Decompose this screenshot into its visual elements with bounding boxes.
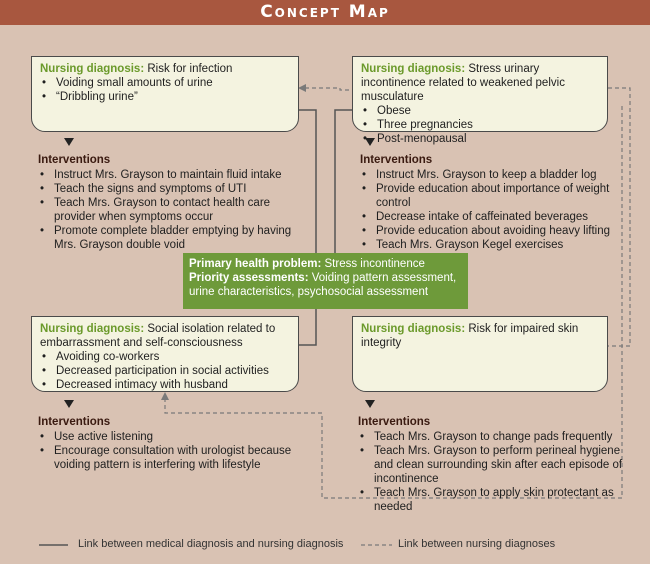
list-item: Obese — [361, 104, 599, 118]
interventions-title: Interventions — [38, 416, 111, 428]
priority-label: Priority assessments: — [189, 272, 309, 284]
list-item: Avoiding co-workers — [40, 350, 290, 364]
list-item: Use active listening — [38, 430, 308, 444]
list-item: Provide education about importance of we… — [360, 182, 622, 210]
list-item: Decrease intake of caffeinated beverages — [360, 210, 622, 224]
arrow-down-icon — [64, 138, 74, 146]
list-item: Promote complete bladder emptying by hav… — [38, 224, 308, 252]
list-item: Three pregnancies — [361, 118, 599, 132]
solid-link-bottom-left — [298, 309, 317, 346]
arrow-down-icon — [64, 400, 74, 408]
list-item: Encourage consultation with urologist be… — [38, 444, 308, 472]
diagnosis-box-stress-incontinence: Nursing diagnosis: Stress urinary incont… — [352, 56, 608, 146]
list-item: Decreased intimacy with husband — [40, 378, 290, 392]
diagnosis-box-skin-integrity: Nursing diagnosis: Risk for impaired ski… — [352, 316, 608, 392]
diagnosis-text: Social isolation related to embarrassmen… — [40, 323, 276, 349]
arrow-down-icon — [365, 400, 375, 408]
concept-map-title: Concept Map — [0, 0, 650, 25]
interventions-skin-integrity: Interventions Teach Mrs. Grayson to chan… — [358, 415, 630, 514]
diagnosis-label: Nursing diagnosis: — [361, 63, 466, 75]
primary-value: Stress incontinence — [324, 258, 425, 270]
list-item: Teach Mrs. Grayson Kegel exercises — [360, 238, 622, 252]
interventions-social-isolation: Interventions Use active listening Encou… — [38, 415, 308, 472]
interventions-title: Interventions — [358, 416, 431, 428]
legend-dashed-text: Link between nursing diagnoses — [398, 538, 556, 550]
list-item: Teach Mrs. Grayson to apply skin protect… — [358, 486, 630, 514]
diagnosis-box-social-isolation: Nursing diagnosis: Social isolation rela… — [31, 316, 299, 392]
diagnosis-box-risk-infection: Nursing diagnosis: Risk for infection Vo… — [31, 56, 299, 132]
diagnosis-label: Nursing diagnosis: — [361, 323, 466, 335]
dashed-arrowhead-bottom-left — [161, 392, 169, 400]
primary-health-problem-box: Primary health problem: Stress incontine… — [183, 253, 468, 309]
list-item: Teach Mrs. Grayson to perform perineal h… — [358, 444, 630, 486]
interventions-stress-incontinence: Interventions Instruct Mrs. Grayson to k… — [360, 153, 622, 252]
legend-solid-text: Link between medical diagnosis and nursi… — [78, 538, 344, 550]
diagnosis-label: Nursing diagnosis: — [40, 63, 145, 75]
list-item: Provide education about avoiding heavy l… — [360, 224, 622, 238]
diagnosis-text: Stress urinary incontinence related to w… — [361, 63, 565, 103]
arrow-down-icon — [365, 138, 375, 146]
list-item: Post-menopausal — [361, 132, 599, 146]
list-item: “Dribbling urine” — [40, 90, 290, 104]
diagnosis-text: Risk for impaired skin integrity — [361, 323, 579, 349]
interventions-risk-infection: Interventions Instruct Mrs. Grayson to m… — [38, 153, 308, 252]
dashed-link-right-to-bottom-left — [164, 106, 623, 499]
list-item: Teach Mrs. Grayson to contact health car… — [38, 196, 308, 224]
dashed-link-top-right-to-top-left — [300, 87, 356, 91]
list-item: Teach the signs and symptoms of UTI — [38, 182, 308, 196]
list-item: Voiding small amounts of urine — [40, 76, 290, 90]
solid-link-top-right — [334, 109, 352, 253]
priority-value: Voiding pattern assessment, urine charac… — [189, 272, 457, 298]
solid-link-top-left — [298, 109, 317, 253]
interventions-title: Interventions — [360, 154, 433, 166]
list-item: Decreased participation in social activi… — [40, 364, 290, 378]
list-item: Instruct Mrs. Grayson to maintain fluid … — [38, 168, 308, 182]
diagnosis-label: Nursing diagnosis: — [40, 323, 145, 335]
list-item: Teach Mrs. Grayson to change pads freque… — [358, 430, 630, 444]
list-item: Instruct Mrs. Grayson to keep a bladder … — [360, 168, 622, 182]
dashed-arrowhead-top-left — [298, 84, 306, 92]
diagnosis-text: Risk for infection — [147, 63, 233, 75]
primary-label: Primary health problem: — [189, 258, 322, 270]
interventions-title: Interventions — [38, 154, 111, 166]
dashed-link-top-right-to-bottom-right — [608, 87, 631, 347]
